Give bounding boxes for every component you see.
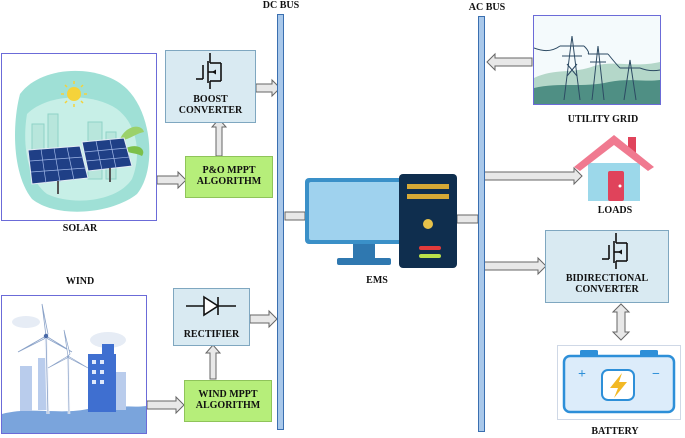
loads-label: LOADS [597, 205, 633, 216]
solar-label: SOLAR [62, 223, 98, 234]
battery-label: BATTERY [591, 426, 639, 437]
arrow-wind-to-mppt [146, 395, 185, 415]
arrow-boost-to-dcbus [255, 78, 281, 98]
arrow-windmppt-to-rect [204, 344, 222, 380]
wind-mppt-line1: WIND MPPT [198, 389, 258, 400]
wind-label: WIND [65, 276, 95, 287]
utility-grid-label: UTILITY GRID [567, 114, 639, 125]
rectifier-label: RECTIFIER [183, 329, 240, 340]
arrow-rect-to-dcbus [249, 309, 278, 329]
solar-image [1, 53, 157, 221]
po-mppt-line1: P&O MPPT [202, 165, 256, 176]
arrow-acbus-to-bidir [483, 256, 547, 276]
wind-mppt-line2: ALGORITHM [195, 400, 261, 411]
boost-converter-box: BOOST CONVERTER [165, 50, 256, 123]
solar-panel-right-icon [81, 137, 133, 182]
battery-image: + − [557, 345, 681, 420]
transistor-icon [602, 233, 628, 269]
arrow-solar-to-mppt [156, 170, 187, 190]
arrow-acbus-to-loads [483, 166, 583, 186]
arrow-mppt-to-boost [210, 118, 228, 157]
transmission-tower-icon [533, 35, 661, 101]
wind-image [1, 295, 147, 434]
ems-label: EMS [366, 275, 388, 286]
wind-turbine-icon [17, 303, 89, 415]
solar-panel-left-icon [27, 145, 89, 194]
sun-icon [67, 87, 81, 101]
diode-icon [186, 295, 236, 317]
ac-bus-bar [478, 16, 485, 432]
ac-bus-label: AC BUS [468, 2, 506, 13]
bidirectional-converter-box: BIDIRECTIONAL CONVERTER [545, 230, 669, 303]
lightning-icon [610, 373, 627, 398]
ems-computer-icon [305, 174, 457, 268]
wind-mppt-box: WIND MPPT ALGORITHM [184, 380, 272, 422]
battery-minus: − [652, 367, 660, 382]
bidirectional-line1: BIDIRECTIONAL [565, 273, 649, 284]
arrow-grid-to-acbus [486, 52, 533, 72]
arrow-bidir-battery [611, 303, 631, 341]
dc-bus-label: DC BUS [262, 0, 300, 11]
house-icon [574, 135, 654, 201]
transistor-icon [196, 53, 222, 89]
city-buildings-icon [88, 344, 116, 412]
rectifier-box: RECTIFIER [173, 288, 250, 346]
po-mppt-line2: ALGORITHM [196, 176, 262, 187]
boost-converter-line2: CONVERTER [178, 105, 243, 116]
dc-bus-bar [277, 14, 284, 430]
link-dcbus-ems [284, 211, 306, 221]
utility-grid-image [533, 15, 661, 105]
boost-converter-line1: BOOST [193, 94, 228, 105]
po-mppt-box: P&O MPPT ALGORITHM [185, 156, 273, 198]
battery-plus: + [578, 367, 586, 382]
bidirectional-line2: CONVERTER [575, 284, 639, 295]
